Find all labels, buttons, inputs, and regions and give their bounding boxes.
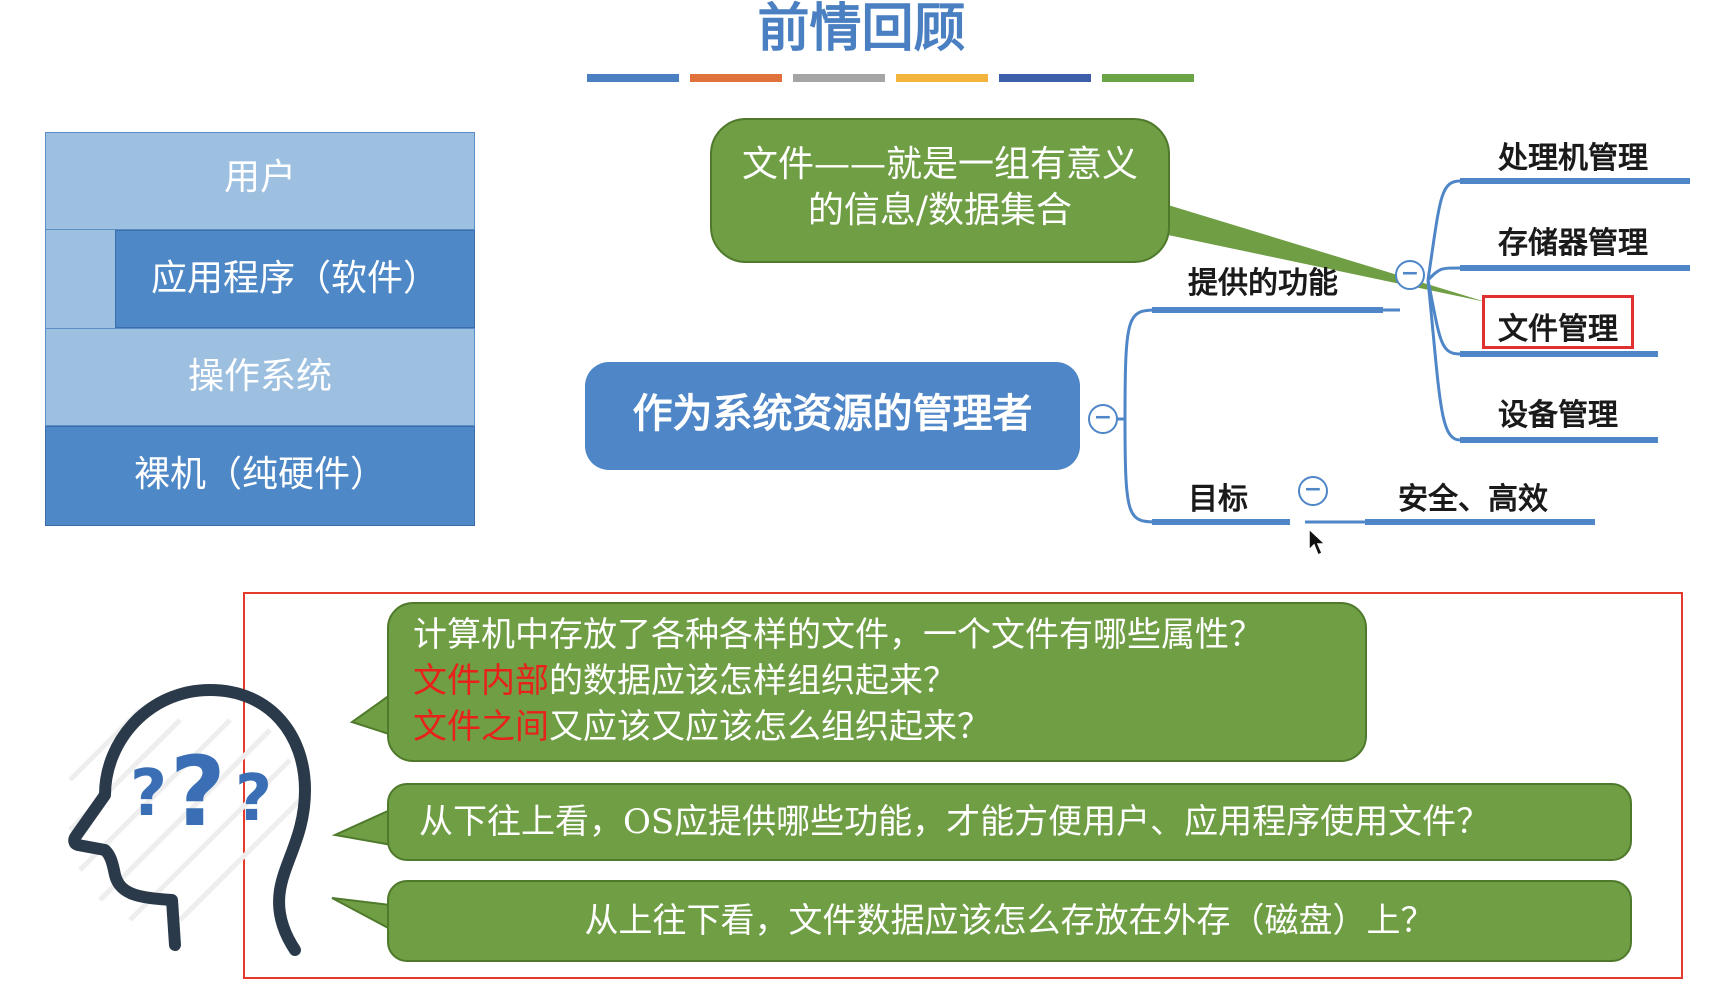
question-bubble-3: 从上往下看，文件数据应该怎么存放在外存（磁盘）上？ xyxy=(387,880,1632,962)
highlight-file-internal: 文件内部 xyxy=(413,661,549,701)
question-1-line-3-rest: 又应该又应该怎么组织起来？ xyxy=(549,707,991,747)
question-1-line-2: 文件内部的数据应该怎样组织起来？ xyxy=(413,658,1341,704)
highlight-between-files: 文件之间 xyxy=(413,707,549,747)
question-1-line-1: 计算机中存放了各种各样的文件，一个文件有哪些属性？ xyxy=(413,612,1341,658)
question-1-line-3: 文件之间又应该又应该怎么组织起来？ xyxy=(413,704,1341,750)
question-bubble-1: 计算机中存放了各种各样的文件，一个文件有哪些属性？ 文件内部的数据应该怎样组织起… xyxy=(387,602,1367,762)
question-bubble-2: 从下往上看，OS应提供哪些功能，才能方便用户、应用程序使用文件？ xyxy=(387,783,1632,861)
question-1-line-2-rest: 的数据应该怎样组织起来？ xyxy=(549,661,957,701)
